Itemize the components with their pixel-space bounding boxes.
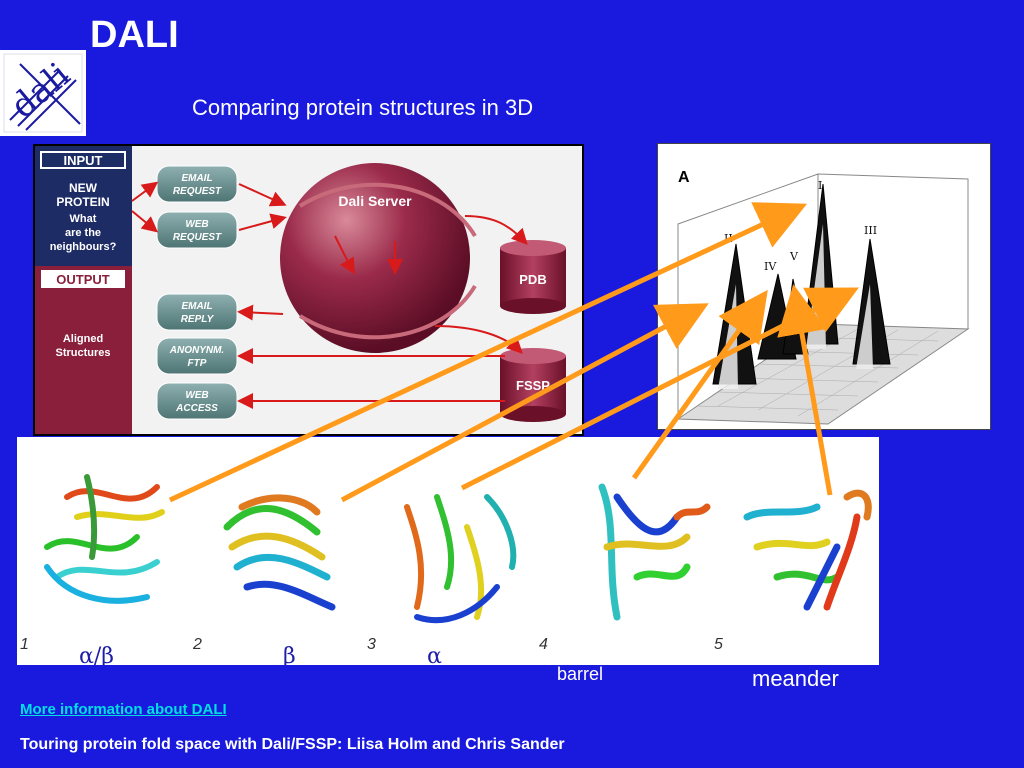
output-section <box>35 266 132 434</box>
slide-subtitle: Comparing protein structures in 3D <box>192 95 534 120</box>
peak-label-i: I <box>818 179 822 192</box>
arrow-protein-4-to-peak-iv <box>631 289 768 480</box>
peak-label-iv: IV <box>764 260 777 273</box>
protein-number-1: 1 <box>20 636 29 653</box>
protein-label-5-line1: α β <box>752 636 787 661</box>
arrow-protein-2-to-peak-ii <box>340 303 709 503</box>
svg-text:ANONYNM.: ANONYNM. <box>169 345 224 356</box>
dali-server-sphere <box>280 163 470 353</box>
protein-number-5: 5 <box>714 636 723 653</box>
svg-text:REQUEST: REQUEST <box>173 232 222 243</box>
arrow-protein-5-to-peak-v <box>777 284 833 496</box>
arrow-protein-1-to-peak-i <box>168 202 808 503</box>
pdb-database: PDB <box>500 240 566 314</box>
svg-text:EMAIL: EMAIL <box>181 301 212 312</box>
arrow-protein-3-to-peak-iii <box>460 287 859 491</box>
input-text-4: are the <box>65 227 101 239</box>
svg-text:REPLY: REPLY <box>181 314 215 325</box>
output-text-1: Aligned <box>63 333 103 345</box>
protein-label-3: α <box>427 644 442 665</box>
svg-text:PDB: PDB <box>519 272 546 287</box>
protein-structure-4 <box>598 483 711 621</box>
protein-structure-5 <box>743 489 872 611</box>
anonymous-ftp-button: ANONYNM. FTP <box>156 337 238 375</box>
protein-number-3: 3 <box>367 636 376 653</box>
input-text-5: neighbours? <box>50 241 117 253</box>
protein-structures-panel: 1 2 3 4 5 α/β β α <box>17 437 879 669</box>
svg-text:FSSP: FSSP <box>516 378 550 393</box>
more-info-link[interactable]: More information about DALI <box>20 701 227 718</box>
protein-label-4-line1: anti parallel β <box>557 636 665 656</box>
input-header: INPUT <box>64 153 103 168</box>
protein-label-4-line2: barrel <box>557 664 604 684</box>
svg-text:WEB: WEB <box>185 390 208 401</box>
svg-text:FTP: FTP <box>188 358 207 369</box>
protein-number-4: 4 <box>539 636 548 653</box>
dali-logo: dali <box>0 50 86 136</box>
input-text-1: NEW <box>69 181 98 195</box>
input-text-3: What <box>70 213 97 225</box>
protein-structure-1 <box>44 474 165 604</box>
protein-number-2: 2 <box>192 636 202 653</box>
output-text-2: Structures <box>55 347 110 359</box>
citation-text: Touring protein fold space with Dali/FSS… <box>20 736 565 753</box>
protein-label-2: β <box>283 644 296 665</box>
dali-logo-graphic: dali <box>3 53 83 133</box>
protein-structure-3 <box>404 494 517 624</box>
peak-label-iii: III <box>864 224 877 237</box>
protein-label-1: α/β <box>79 644 114 665</box>
server-label: Dali Server <box>338 193 412 209</box>
protein-label-5-line2: meander <box>752 666 839 691</box>
svg-text:WEB: WEB <box>185 219 208 230</box>
email-reply-button: EMAIL REPLY <box>156 293 238 331</box>
svg-text:REQUEST: REQUEST <box>173 186 222 197</box>
output-header: OUTPUT <box>56 272 110 287</box>
svg-text:ACCESS: ACCESS <box>175 403 218 414</box>
protein-structure-2 <box>223 494 336 611</box>
peak-label-v: V <box>789 250 799 263</box>
svg-text:EMAIL: EMAIL <box>181 173 212 184</box>
input-text-2: PROTEIN <box>56 195 109 209</box>
panel-label: A <box>678 169 690 186</box>
slide-title: DALI <box>90 14 179 56</box>
dali-server-flowchart: INPUT NEW PROTEIN What are the neighbour… <box>33 144 584 436</box>
